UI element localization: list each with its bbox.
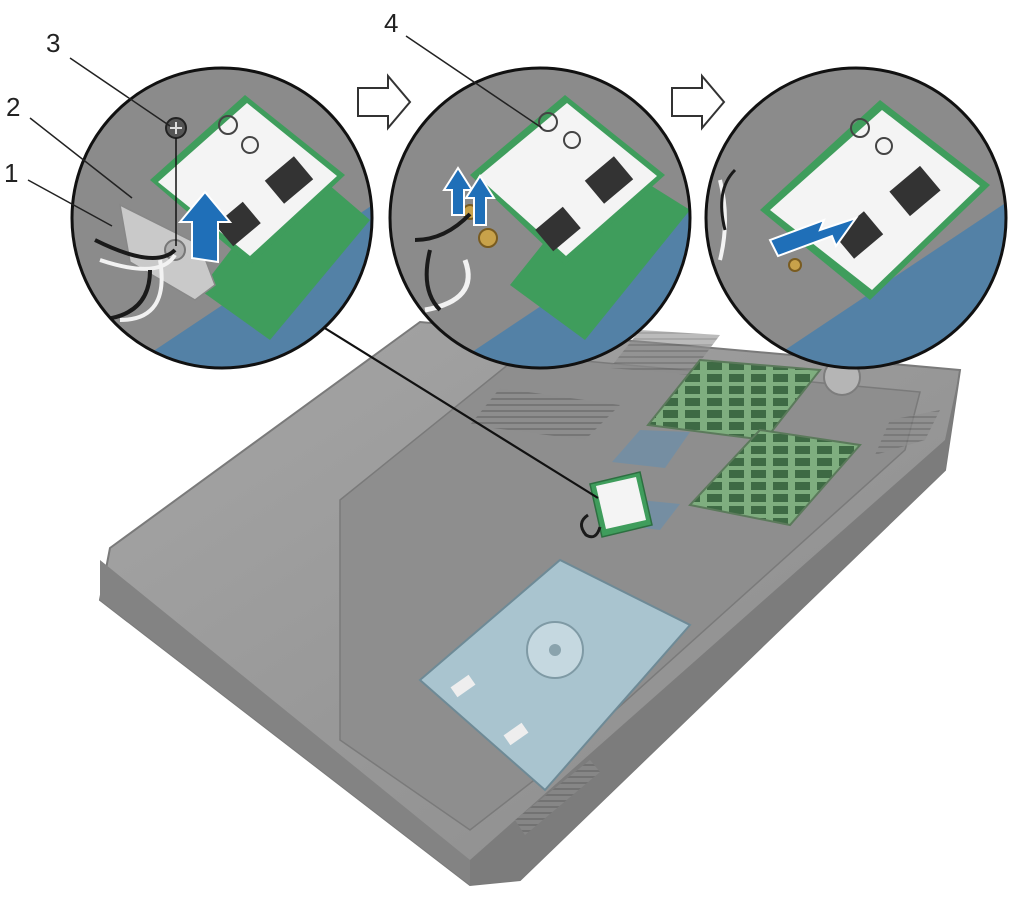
laptop-base <box>98 320 962 887</box>
detail-circle-step-3 <box>704 66 1008 370</box>
callout-4: 4 <box>384 8 399 38</box>
outline-right-arrow-icon <box>357 73 412 131</box>
callout-3: 3 <box>46 28 61 58</box>
detail-circle-step-1 <box>70 66 374 370</box>
outline-right-arrow-icon <box>671 73 726 131</box>
callout-1: 1 <box>4 158 19 188</box>
callout-2: 2 <box>6 92 21 122</box>
callout-leaders <box>27 35 543 227</box>
